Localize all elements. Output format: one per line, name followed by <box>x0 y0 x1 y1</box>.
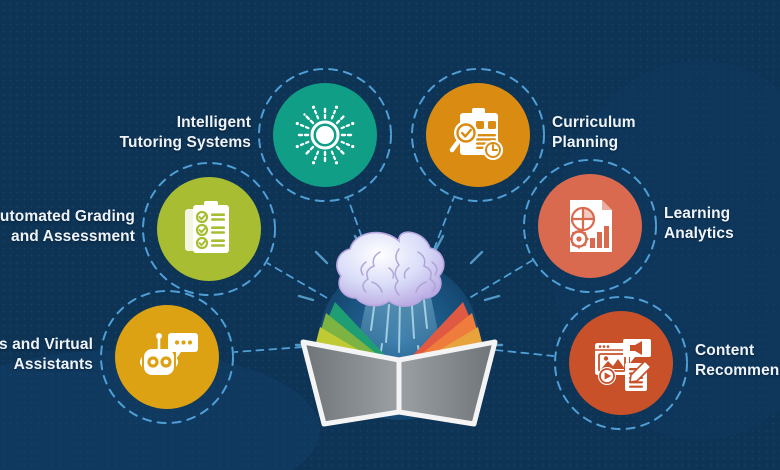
open-book-icon <box>300 302 498 427</box>
node-automated-grading-and-assessment[interactable] <box>142 162 276 296</box>
connector-curriculum-planning <box>428 197 455 263</box>
node-label-line1: Automated Grading <box>0 208 135 225</box>
node-label-line2: and Assessment <box>10 227 135 245</box>
connector-lines <box>233 197 555 357</box>
connector-automated-grading-and-assessment <box>266 262 328 299</box>
node-curriculum-planning[interactable] <box>411 68 545 202</box>
node-label-line1: Intelligent <box>176 114 251 131</box>
node-label-line2: Recommendation <box>695 361 780 379</box>
connector-intelligent-tutoring-systems <box>347 198 372 262</box>
node-circles-layer <box>100 68 688 430</box>
node-label-line1: Curriculum <box>552 114 636 131</box>
connector-content-recommendation <box>481 347 555 357</box>
node-label-line2: Tutoring Systems <box>119 133 251 151</box>
node-label-line2: Analytics <box>664 224 734 242</box>
node-intelligent-tutoring-systems[interactable] <box>258 68 392 202</box>
chatbot-robot-icon <box>140 333 198 375</box>
media-content-icon <box>595 339 652 391</box>
node-label-automated-grading-and-assessment: Automated Grading and Assessment <box>0 207 135 247</box>
node-label-line2: Planning <box>552 133 619 151</box>
ai-neural-core-icon <box>294 104 356 166</box>
clipboard-magnifier-clock-icon <box>449 108 503 160</box>
analytics-report-icon <box>569 200 612 252</box>
node-label-content-recommendation: ContentRecommendation <box>695 341 780 381</box>
node-label-line1: Content <box>695 342 755 359</box>
node-label-line2: Assistants <box>13 355 93 373</box>
node-label-line1: Chatbots and Virtual <box>0 336 93 353</box>
connector-learning-analytics <box>470 259 533 298</box>
brain-icon <box>336 231 445 307</box>
node-chatbots-and-virtual-assistants[interactable] <box>100 290 234 424</box>
node-learning-analytics[interactable] <box>523 159 657 293</box>
node-content-recommendation[interactable] <box>554 296 688 430</box>
clipboard-checklist-icon <box>185 201 229 253</box>
node-label-line1: Learning <box>664 205 731 222</box>
